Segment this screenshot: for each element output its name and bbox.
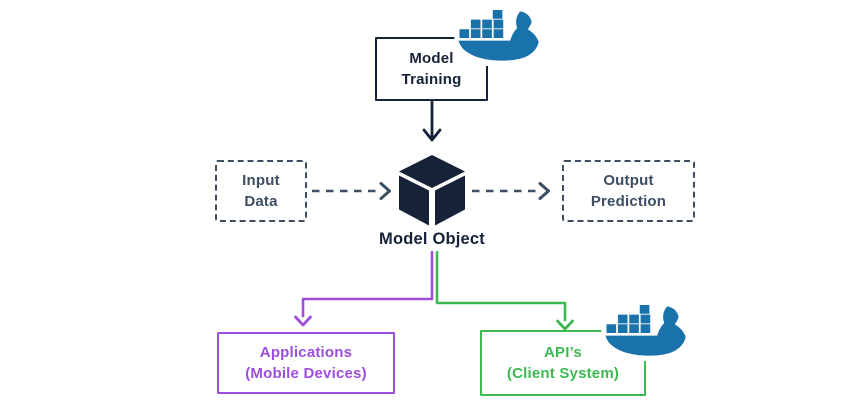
edge-input-to-object <box>312 182 391 200</box>
node-output-prediction-label-line1: Output <box>603 172 654 189</box>
node-output-prediction-label-line2: Prediction <box>590 193 667 210</box>
node-input-data: Input Data <box>215 160 307 222</box>
model-object-cube <box>396 154 468 228</box>
node-applications: Applications (Mobile Devices) <box>217 332 395 394</box>
edge-object-to-apis <box>435 250 574 331</box>
node-apis-label-line2: (Client System) <box>506 365 620 382</box>
node-input-data-label-line2: Data <box>244 193 278 210</box>
node-model-training: Model Training <box>375 37 488 101</box>
node-applications-label-line1: Applications <box>259 344 353 361</box>
node-input-data-label-line1: Input <box>242 172 280 189</box>
node-model-training-label-line2: Training <box>401 71 462 88</box>
edge-object-to-output <box>472 182 550 200</box>
node-model-training-label-line1: Model <box>409 50 454 67</box>
cube-icon <box>399 155 465 226</box>
docker-whale-icon <box>454 3 542 66</box>
edge-object-to-applications <box>294 250 434 327</box>
edge-training-to-object <box>422 100 442 142</box>
node-applications-label-line2: (Mobile Devices) <box>245 365 367 382</box>
node-apis-label-line1: API’s <box>544 344 582 361</box>
node-output-prediction: Output Prediction <box>562 160 695 222</box>
node-model-object-label: Model Object <box>379 230 485 248</box>
docker-whale-icon <box>601 298 689 361</box>
